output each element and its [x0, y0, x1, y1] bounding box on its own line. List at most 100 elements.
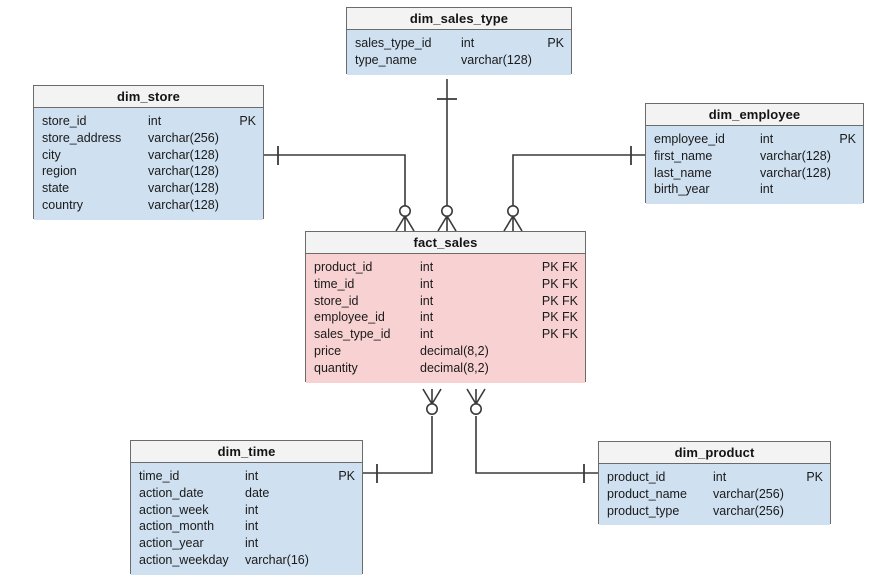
entity-title-dim_product: dim_product — [599, 442, 830, 464]
attribute-row: action_date date — [139, 485, 355, 502]
edge-fact-time — [363, 416, 433, 483]
attribute-type: int — [245, 536, 259, 551]
attribute-type: int — [245, 519, 259, 534]
attribute-name: birth_year — [654, 182, 710, 197]
attribute-name: country — [42, 197, 83, 212]
entity-title-dim_employee: dim_employee — [646, 104, 863, 126]
attribute-type: varchar(128) — [148, 164, 219, 179]
edge-store-fact — [264, 146, 406, 207]
attribute-row: region varchar(128) — [42, 163, 256, 180]
attribute-type: varchar(16) — [245, 552, 309, 567]
attribute-key-badge: PK — [806, 470, 823, 484]
attribute-type: int — [245, 502, 259, 517]
attribute-type: int — [420, 310, 434, 325]
attribute-type: decimal(8,2) — [420, 360, 489, 375]
attribute-row: action_month int — [139, 518, 355, 535]
attribute-name: sales_type_id — [314, 327, 391, 342]
attribute-row: action_weekday varchar(16) — [139, 552, 355, 569]
attribute-name: price — [314, 343, 342, 358]
attribute-name: state — [42, 181, 70, 196]
crowfoot-top-sales-type — [437, 205, 457, 232]
attribute-type: date — [245, 485, 270, 500]
attribute-row: action_week int — [139, 502, 355, 519]
entity-title-dim_sales_type: dim_sales_type — [347, 8, 571, 30]
crowfoot-bottom-product — [466, 388, 486, 415]
attribute-name: quantity — [314, 360, 358, 375]
attribute-type: varchar(256) — [713, 503, 784, 518]
attribute-key-badge: PK — [239, 114, 256, 128]
attribute-key-badge: PK FK — [541, 310, 578, 325]
edge-fact-product — [475, 416, 598, 483]
edge-sales-type-fact — [437, 79, 457, 207]
attribute-name: first_name — [654, 148, 713, 163]
crowfoot-top-employee — [503, 205, 523, 232]
attribute-name: employee_id — [654, 132, 725, 146]
edge-employee-fact — [512, 146, 645, 207]
attribute-name: store_id — [42, 114, 87, 128]
attribute-row: sales_type_id int PK FK — [314, 326, 578, 343]
attribute-name: action_date — [139, 485, 204, 500]
attribute-name: product_name — [607, 486, 687, 501]
attribute-row: store_id int PK — [42, 113, 256, 130]
attribute-type: varchar(128) — [461, 52, 532, 67]
attribute-type: varchar(256) — [713, 486, 784, 501]
attribute-key-badge: PK — [547, 36, 564, 50]
attribute-type: int — [420, 327, 434, 342]
attribute-key-badge: PK FK — [541, 327, 578, 342]
attribute-type: varchar(128) — [148, 181, 219, 196]
attribute-type: int — [760, 132, 774, 146]
attribute-row: first_name varchar(128) — [654, 148, 856, 165]
attribute-row: store_address varchar(256) — [42, 130, 256, 147]
attribute-name: sales_type_id — [355, 36, 432, 50]
attribute-row: product_name varchar(256) — [607, 486, 823, 503]
attribute-name: type_name — [355, 52, 417, 67]
attribute-name: store_address — [42, 130, 122, 145]
attribute-name: action_month — [139, 519, 215, 534]
attribute-name: last_name — [654, 165, 712, 180]
attribute-name: region — [42, 164, 77, 179]
entity-title-fact_sales: fact_sales — [306, 232, 585, 254]
attribute-type: int — [420, 260, 434, 274]
entity-title-dim_time: dim_time — [131, 441, 362, 463]
attribute-name: time_id — [314, 276, 355, 291]
attribute-name: action_year — [139, 536, 204, 551]
attribute-type: int — [713, 470, 727, 484]
attribute-name: action_weekday — [139, 552, 229, 567]
attribute-row: last_name varchar(128) — [654, 165, 856, 182]
crowfoot-bottom-time — [422, 388, 442, 415]
attribute-type: varchar(128) — [760, 165, 831, 180]
attribute-type: varchar(128) — [760, 148, 831, 163]
attribute-name: time_id — [139, 469, 180, 483]
attribute-type: int — [148, 114, 162, 128]
attribute-row: birth_year int — [654, 181, 856, 198]
entity-title-dim_store: dim_store — [34, 86, 263, 108]
attribute-type: int — [420, 293, 434, 308]
attribute-key-badge: PK — [839, 132, 856, 146]
attribute-type: varchar(256) — [148, 130, 219, 145]
attribute-type: varchar(128) — [148, 147, 219, 162]
attribute-name: action_week — [139, 502, 209, 517]
attribute-type: int — [760, 182, 774, 197]
attribute-type: int — [420, 276, 434, 291]
attribute-type: int — [245, 469, 259, 483]
attribute-row: action_year int — [139, 535, 355, 552]
